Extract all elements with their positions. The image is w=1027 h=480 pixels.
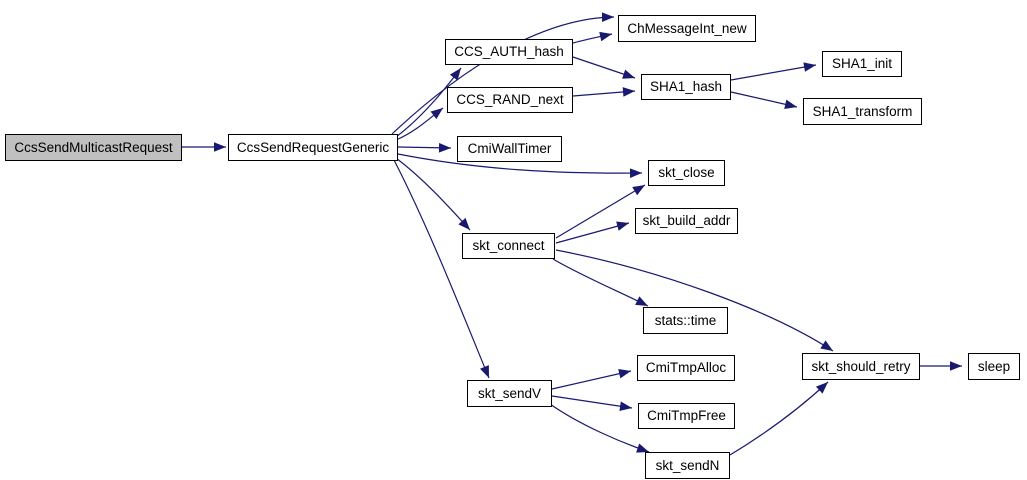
edge-ccs-send-request-generic-to-ccs-rand-next — [395, 107, 444, 141]
edge-skt-send-v-to-cmi-tmp-alloc — [551, 368, 632, 390]
node-ccs-rand-next[interactable]: CCS_RAND_next — [447, 87, 573, 113]
node-sha1-transform[interactable]: SHA1_transform — [803, 98, 922, 125]
edge-ccs-auth-hash-to-sha1-hash — [572, 56, 636, 79]
node-stats-time[interactable]: stats::time — [643, 307, 728, 334]
edge-ccs-send-request-generic-to-ccs-auth-hash — [395, 67, 462, 138]
edge-skt-connect-to-skt-build-addr — [555, 221, 630, 244]
node-cmi-tmp-alloc[interactable]: CmiTmpAlloc — [637, 355, 735, 381]
node-skt-should-retry[interactable]: skt_should_retry — [802, 353, 920, 380]
edge-ccs-auth-hash-to-ch-message-int-new — [572, 31, 613, 44]
edge-skt-send-v-to-skt-send-n — [549, 403, 650, 453]
edge-ccs-send-request-generic-to-skt-send-v — [393, 159, 490, 379]
node-sha1-hash[interactable]: SHA1_hash — [641, 74, 731, 100]
edge-skt-send-v-to-cmi-tmp-free — [551, 395, 633, 411]
edge-skt-send-n-to-skt-should-retry — [729, 381, 829, 456]
edge-sha1-hash-to-sha1-transform — [730, 91, 798, 110]
edge-ccs-send-request-generic-to-skt-close — [397, 153, 643, 178]
node-sha1-init[interactable]: SHA1_init — [822, 51, 902, 77]
node-skt-build-addr[interactable]: skt_build_addr — [635, 208, 738, 234]
node-ccs-send-request-generic[interactable]: CcsSendRequestGeneric — [228, 134, 398, 161]
edge-skt-connect-to-skt-close — [555, 184, 646, 239]
node-sleep[interactable]: sleep — [968, 353, 1020, 380]
node-skt-connect[interactable]: skt_connect — [462, 233, 555, 259]
node-skt-send-n[interactable]: skt_sendN — [645, 452, 730, 479]
node-ccs-send-multicast-request[interactable]: CcsSendMulticastRequest — [5, 134, 182, 161]
node-ccs-auth-hash[interactable]: CCS_AUTH_hash — [445, 39, 573, 65]
edge-ccs-send-request-generic-to-ch-message-int-new — [391, 12, 615, 135]
edge-sha1-hash-to-sha1-init — [730, 62, 817, 81]
edge-skt-connect-to-skt-should-retry — [555, 249, 834, 352]
edge-ccs-send-request-generic-to-cmi-wall-timer — [397, 142, 452, 153]
edge-skt-connect-to-stats-time — [552, 258, 649, 307]
node-skt-send-v[interactable]: skt_sendV — [467, 380, 552, 407]
node-cmi-wall-timer[interactable]: CmiWallTimer — [457, 136, 562, 162]
node-ch-message-int-new[interactable]: ChMessageInt_new — [618, 15, 756, 42]
edge-ccs-rand-next-to-sha1-hash — [572, 87, 636, 97]
node-cmi-tmp-free[interactable]: CmiTmpFree — [638, 403, 735, 429]
node-skt-close[interactable]: skt_close — [648, 160, 725, 186]
edges-group — [182, 12, 962, 456]
edge-ccs-send-request-generic-to-skt-connect — [395, 157, 471, 231]
